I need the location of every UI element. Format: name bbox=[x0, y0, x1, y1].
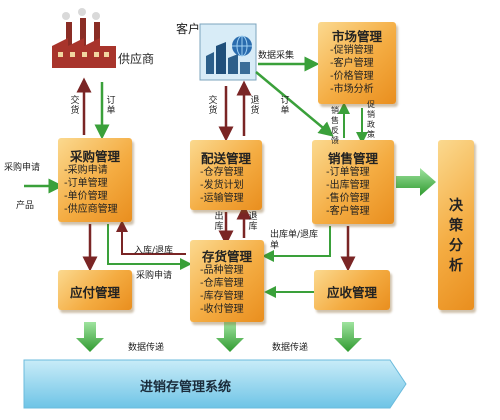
sales-item: -出库管理 bbox=[326, 180, 370, 191]
order-label-supplier: 订单 bbox=[106, 96, 116, 116]
order-label-sales: 订单 bbox=[280, 96, 290, 116]
purchase-item: -供应商管理 bbox=[64, 204, 118, 215]
sales-item: -客户管理 bbox=[326, 206, 370, 217]
receivable-title: 应收管理 bbox=[326, 285, 377, 300]
delivery-label-supplier: 交货 bbox=[70, 96, 80, 116]
delivery-label-customer: 交货 bbox=[208, 96, 218, 116]
return-stock-label: 退库 bbox=[248, 212, 258, 232]
decision-title: 决策分析 bbox=[449, 198, 463, 274]
market-item: -客户管理 bbox=[330, 58, 374, 69]
sales-management-box: 销售管理 -订单管理 -出库管理 -售价管理 -客户管理 bbox=[312, 140, 394, 224]
inventory-item: -品种管理 bbox=[200, 265, 244, 276]
promo-policy-label: 促销政策 bbox=[367, 100, 375, 139]
delivery-item: -仓存管理 bbox=[200, 167, 244, 178]
delivery-management-box: 配送管理 -仓存管理 -发货计划 -运输管理 bbox=[190, 140, 262, 210]
system-title: 进销存管理系统 bbox=[140, 380, 232, 395]
purchase-items: -采购申请 -订单管理 -单价管理 -供应商管理 bbox=[64, 164, 118, 216]
purchase-item: -采购申请 bbox=[64, 165, 108, 176]
out-stock-label: 出库 bbox=[214, 212, 224, 232]
purchase-request-label: 采购申请 bbox=[4, 163, 41, 173]
out-order-label: 出库单/退库单 bbox=[270, 230, 319, 251]
inventory-item: -库存管理 bbox=[200, 291, 244, 302]
market-item: -促销管理 bbox=[330, 45, 374, 56]
market-management-box: 市场管理 -促销管理 -客户管理 -价格管理 -市场分析 bbox=[318, 22, 396, 104]
system-bar bbox=[23, 359, 407, 409]
return-label-customer: 退货 bbox=[250, 96, 260, 116]
purchase-item: -订单管理 bbox=[64, 178, 108, 189]
market-item: -价格管理 bbox=[330, 71, 374, 82]
inventory-items: -品种管理 -仓库管理 -库存管理 -收付管理 bbox=[200, 264, 244, 316]
data-collect-label: 数据采集 bbox=[258, 51, 295, 61]
market-item: -市场分析 bbox=[330, 84, 374, 95]
product-label: 产品 bbox=[16, 201, 35, 211]
down-arrow-center bbox=[216, 322, 244, 352]
supplier-label: 供应商 bbox=[118, 52, 155, 66]
sales-title: 销售管理 bbox=[327, 151, 378, 166]
payable-title: 应付管理 bbox=[69, 285, 120, 300]
inventory-item: -仓库管理 bbox=[200, 278, 244, 289]
market-title: 市场管理 bbox=[331, 29, 382, 44]
inventory-management-box: 存货管理 -品种管理 -仓库管理 -库存管理 -收付管理 bbox=[190, 240, 264, 322]
inventory-title: 存货管理 bbox=[201, 249, 252, 264]
in-out-stock-label: 入库/退库 bbox=[134, 246, 174, 256]
purchase-request-label-2: 采购申请 bbox=[136, 271, 173, 281]
sales-items: -订单管理 -出库管理 -售价管理 -客户管理 bbox=[326, 166, 370, 218]
inventory-item: -收付管理 bbox=[200, 304, 244, 315]
delivery-item: -发货计划 bbox=[200, 180, 244, 191]
receivable-management-box: 应收管理 bbox=[314, 270, 390, 310]
data-transfer-right-label: 数据传递 bbox=[272, 343, 309, 353]
customer-icon bbox=[199, 23, 257, 81]
delivery-item: -运输管理 bbox=[200, 193, 244, 204]
sales-feedback-label: 销售反馈 bbox=[331, 106, 339, 145]
market-items: -促销管理 -客户管理 -价格管理 -市场分析 bbox=[330, 44, 374, 96]
down-arrow-right bbox=[334, 322, 362, 352]
purchase-title: 采购管理 bbox=[69, 149, 120, 164]
down-arrow-left bbox=[76, 322, 104, 352]
delivery-title: 配送管理 bbox=[200, 151, 251, 166]
purchase-item: -单价管理 bbox=[64, 191, 108, 202]
delivery-items: -仓存管理 -发货计划 -运输管理 bbox=[200, 166, 244, 205]
customer-label: 客户 bbox=[176, 22, 201, 36]
purchase-management-box: 采购管理 -采购申请 -订单管理 -单价管理 -供应商管理 bbox=[58, 138, 132, 222]
sales-item: -售价管理 bbox=[326, 193, 370, 204]
payable-management-box: 应付管理 bbox=[58, 270, 132, 310]
decision-analysis-box: 决策分析 bbox=[438, 140, 474, 310]
data-transfer-left-label: 数据传递 bbox=[128, 343, 165, 353]
sales-item: -订单管理 bbox=[326, 167, 370, 178]
factory-icon bbox=[52, 8, 116, 68]
